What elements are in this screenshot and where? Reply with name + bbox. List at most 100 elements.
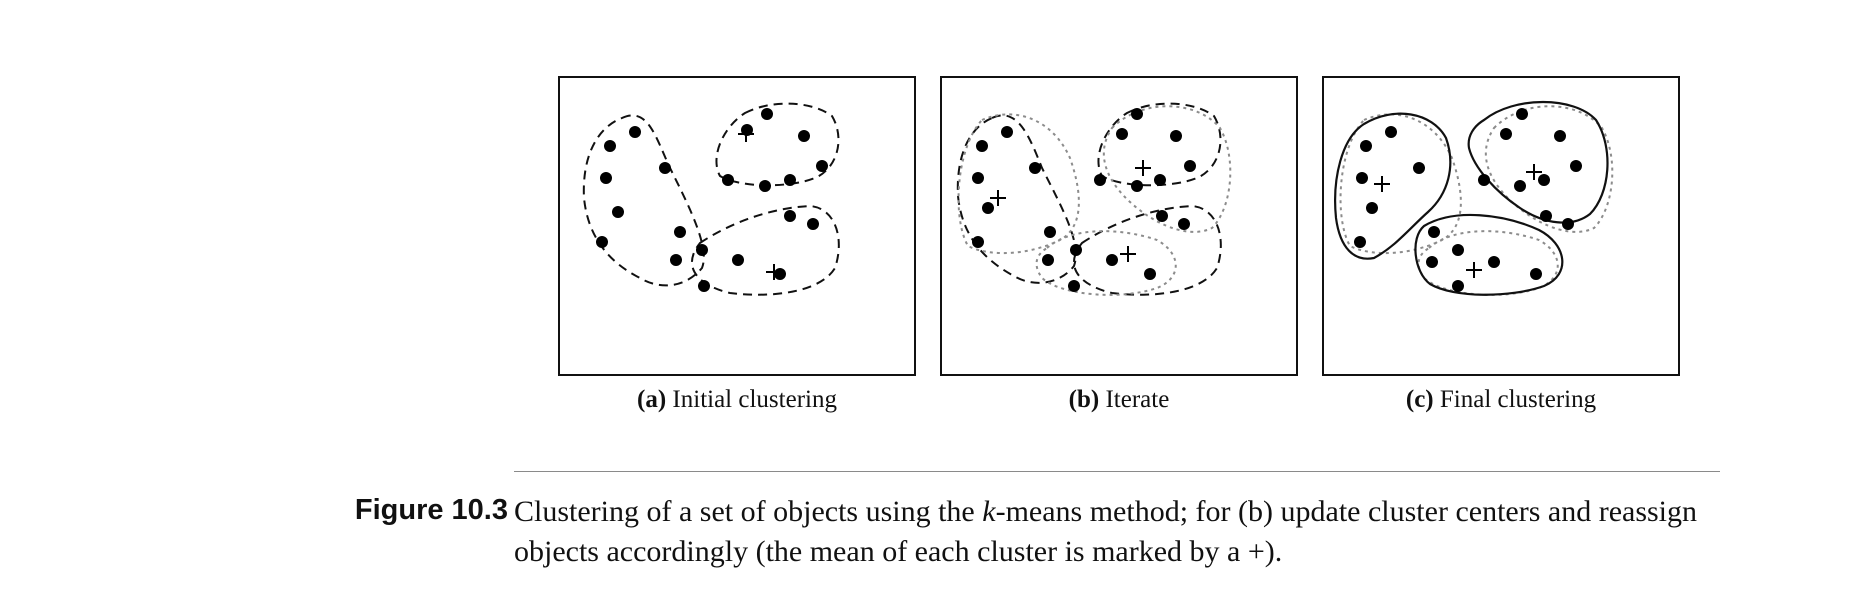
final-cluster-boundary-bottom: [1414, 213, 1564, 296]
data-point: [1131, 180, 1143, 192]
data-point: [1500, 128, 1512, 140]
data-point: [659, 162, 671, 174]
data-point: [1029, 162, 1041, 174]
data-point: [1514, 180, 1526, 192]
data-point: [1488, 256, 1500, 268]
data-point: [1538, 174, 1550, 186]
data-point: [1540, 210, 1552, 222]
cluster-boundary-bottom-right: [690, 204, 840, 296]
data-point: [1156, 210, 1168, 222]
data-point: [1106, 254, 1118, 266]
cluster-mean-plus: [1135, 160, 1151, 176]
data-point: [784, 210, 796, 222]
iterate-diagram: [956, 102, 1232, 296]
data-point: [1516, 108, 1528, 120]
figure-label: Figure 10.3: [354, 494, 508, 526]
old-cluster-boundary-top-right: [1097, 102, 1222, 187]
data-point: [1184, 160, 1196, 172]
cluster-boundary-left: [582, 114, 705, 287]
data-point: [674, 226, 686, 238]
cluster-mean-plus: [990, 190, 1006, 206]
new-cluster-boundary-top-right: [1102, 105, 1232, 233]
data-point: [732, 254, 744, 266]
data-point: [1354, 236, 1366, 248]
data-point: [596, 236, 608, 248]
data-point: [1144, 268, 1156, 280]
data-point: [1478, 174, 1490, 186]
panel-b-title: Iterate: [1105, 386, 1170, 413]
data-point: [1044, 226, 1056, 238]
panel-b-label: (b): [1068, 386, 1100, 413]
panel-c-caption: (c) Final clustering: [1322, 386, 1680, 414]
figure-caption: Clustering of a set of objects using the…: [514, 492, 1724, 572]
data-point: [1428, 226, 1440, 238]
data-point: [1094, 174, 1106, 186]
old-cluster-boundary-left: [956, 114, 1077, 284]
data-point: [722, 174, 734, 186]
cluster-mean-plus: [1120, 246, 1136, 262]
new-cluster-boundary-bottom: [1035, 230, 1177, 296]
data-point: [1413, 162, 1425, 174]
data-point: [696, 244, 708, 256]
data-point: [1170, 130, 1182, 142]
figure-caption-part-2: -means method; for (b) update cluster ce…: [514, 495, 1698, 568]
data-point: [670, 254, 682, 266]
data-point: [1116, 128, 1128, 140]
data-point: [1452, 244, 1464, 256]
figure-caption-part-1: Clustering of a set of objects using the: [514, 495, 983, 528]
cluster-boundary-top-right: [715, 102, 840, 187]
previous-cluster-boundary-top-right: [1484, 105, 1614, 233]
previous-cluster-boundary-left: [1339, 113, 1462, 255]
data-point: [816, 160, 828, 172]
panel-a-title: Initial clustering: [672, 386, 837, 413]
old-cluster-boundary-bottom-right: [1072, 204, 1222, 296]
data-point: [972, 236, 984, 248]
final-cluster-boundary-left: [1334, 112, 1452, 260]
data-point: [629, 126, 641, 138]
data-point: [1042, 254, 1054, 266]
initial-clustering-diagram: [582, 102, 840, 296]
data-point: [1070, 244, 1082, 256]
caption-divider: [514, 471, 1720, 472]
data-point: [1562, 218, 1574, 230]
data-point: [982, 202, 994, 214]
data-point: [774, 268, 786, 280]
panel-final-clustering: [1322, 76, 1680, 376]
panel-a-caption: (a) Initial clustering: [558, 386, 916, 414]
cluster-mean-plus: [1466, 262, 1482, 278]
data-point: [1131, 108, 1143, 120]
data-point: [1366, 202, 1378, 214]
data-point: [1385, 126, 1397, 138]
panel-b-caption: (b) Iterate: [940, 386, 1298, 414]
data-point: [1178, 218, 1190, 230]
data-point: [807, 218, 819, 230]
data-point: [1001, 126, 1013, 138]
data-point: [972, 172, 984, 184]
data-point: [1452, 280, 1464, 292]
panel-iterate: [940, 76, 1298, 376]
final-clustering-diagram: [1334, 100, 1614, 296]
data-point: [1554, 130, 1566, 142]
data-point: [1530, 268, 1542, 280]
data-point: [976, 140, 988, 152]
data-point: [1356, 172, 1368, 184]
panel-c-title: Final clustering: [1439, 386, 1597, 413]
cluster-mean-plus: [1374, 176, 1390, 192]
data-point: [1154, 174, 1166, 186]
data-point: [759, 180, 771, 192]
data-point: [698, 280, 710, 292]
cluster-mean-plus: [766, 264, 782, 280]
data-point: [600, 172, 612, 184]
figure-caption-k: k: [982, 495, 996, 528]
data-point: [1068, 280, 1080, 292]
data-point: [612, 206, 624, 218]
cluster-mean-plus: [738, 126, 754, 142]
data-point: [1426, 256, 1438, 268]
cluster-mean-plus: [1526, 164, 1542, 180]
data-point: [784, 174, 796, 186]
data-point: [1570, 160, 1582, 172]
panel-initial-clustering: [558, 76, 916, 376]
panel-c-label: (c): [1405, 386, 1434, 413]
final-cluster-boundary-top-right: [1467, 100, 1609, 224]
data-point: [1360, 140, 1372, 152]
